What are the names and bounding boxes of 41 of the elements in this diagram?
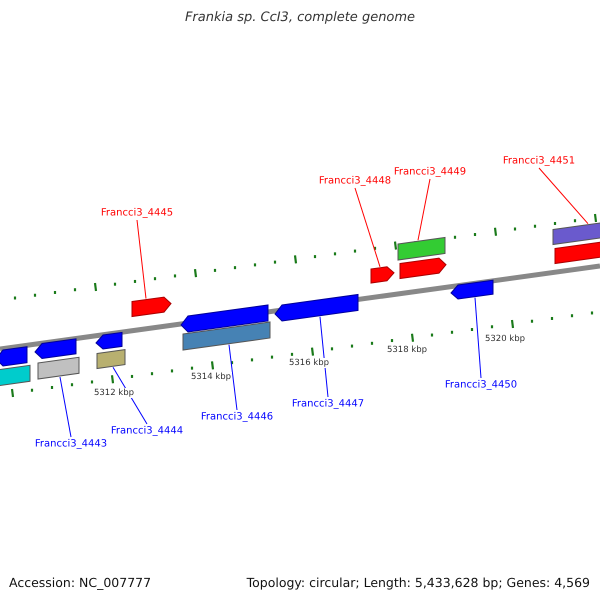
gene-bar [554,241,600,264]
position-label: 5320 kbp [484,334,526,344]
gene-label: Francci3_4451 [502,156,576,166]
position-label: 5316 kbp [288,358,330,368]
gene-bar [398,236,446,261]
leader-line [136,220,146,300]
gene-block [95,332,122,350]
gene-label: Francci3_4445 [100,208,174,218]
genome-info: Topology: circular; Length: 5,433,628 bp; Genes: 4,569 [246,575,590,590]
leader-line [354,188,380,268]
leader-line [320,316,328,398]
position-label: 5312 kbp [92,388,136,398]
leader-line [60,376,72,438]
gene-block [34,338,76,360]
gene-label: Francci3_4446 [200,412,274,422]
gene-label: Francci3_4449 [394,166,466,178]
leader-line [538,168,588,224]
leader-line [474,297,482,378]
gene-block [274,294,358,322]
gene-bar [552,222,600,246]
genome-info: Accession: NC_007777 [9,575,152,590]
position-label: 5318 kbp [386,345,428,355]
gene-block [132,296,172,318]
gene-bar [38,356,80,380]
gene-label: Francci3_4444 [110,426,184,436]
position-label: 5314 kbp [190,372,232,382]
gene-label: Francci3_4450 [444,380,518,390]
leader-line [228,344,238,410]
leader-line [418,178,430,241]
gene-label: Francci3_4443 [34,438,108,450]
gene-block [370,266,395,284]
gene-block [450,280,494,300]
gene-block [400,258,447,280]
chart-title: Frankia sp. CcI3, complete genome [184,10,416,25]
gene-bar [96,349,126,370]
gene-block [0,346,28,367]
gene-block [180,304,268,333]
gene-bar [182,321,270,351]
gene-bar [0,364,30,387]
gene-label: Francci3_4447 [292,398,364,410]
gene-label: Francci3_4448 [318,176,392,186]
